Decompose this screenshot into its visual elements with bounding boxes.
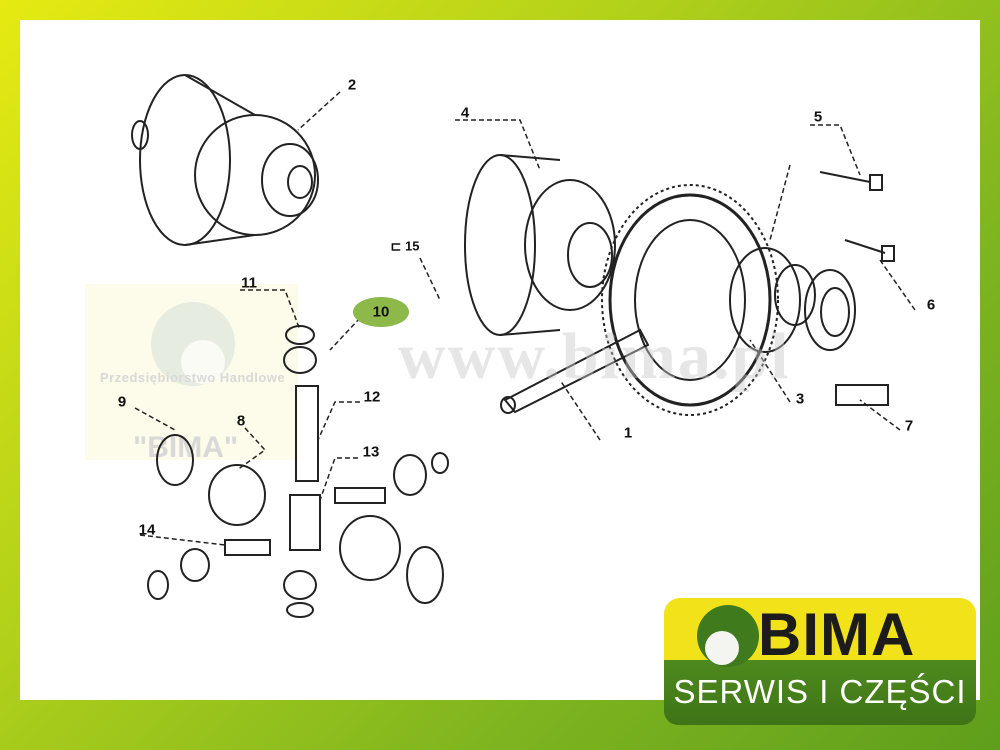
callout-10[interactable]: 10 (372, 303, 390, 321)
callout-15[interactable]: ⊏ 15 (390, 238, 420, 254)
callout-7[interactable]: 7 (904, 417, 914, 435)
bima-logo: BIMA SERWIS I CZĘŚCI (664, 598, 976, 725)
part-4-housing (464, 154, 616, 336)
highlight-part-10 (353, 297, 409, 327)
callout-8[interactable]: 8 (236, 412, 246, 430)
callout-1[interactable]: 1 (623, 424, 633, 442)
watermark-url: www.bima.pl (398, 320, 791, 393)
part-1-ring-gear-pinion (500, 184, 779, 416)
callout-12[interactable]: 12 (363, 388, 381, 406)
logo-bottom-band (664, 660, 976, 725)
part-6-bolt (844, 239, 895, 262)
callout-2[interactable]: 2 (347, 76, 357, 94)
watermark-box (85, 284, 298, 460)
small-gears (147, 325, 449, 618)
callout-6[interactable]: 6 (926, 296, 936, 314)
callout-11[interactable]: 11 (241, 274, 257, 292)
callout-9[interactable]: 9 (117, 393, 127, 411)
part-5-bolt (819, 171, 883, 191)
leader-lines (134, 91, 916, 546)
callout-4[interactable]: 4 (460, 104, 470, 122)
part-2-housing (131, 74, 319, 246)
logo-ball-icon (697, 605, 759, 667)
logo-tagline: SERWIS I CZĘŚCI (673, 673, 967, 710)
callout-13[interactable]: 13 (362, 443, 380, 461)
watermark-name: "BIMA" (133, 431, 239, 464)
callout-3[interactable]: 3 (795, 390, 805, 408)
part-3-carrier (729, 247, 816, 353)
callout-14[interactable]: 14 (138, 521, 156, 539)
callout-5[interactable]: 5 (813, 108, 823, 126)
logo-name: BIMA (758, 601, 916, 668)
watermark-logo-icon (151, 302, 235, 386)
part-7-bearing (804, 269, 889, 406)
watermark-company: Przedsiębiorstwo Handlowe (100, 370, 286, 385)
